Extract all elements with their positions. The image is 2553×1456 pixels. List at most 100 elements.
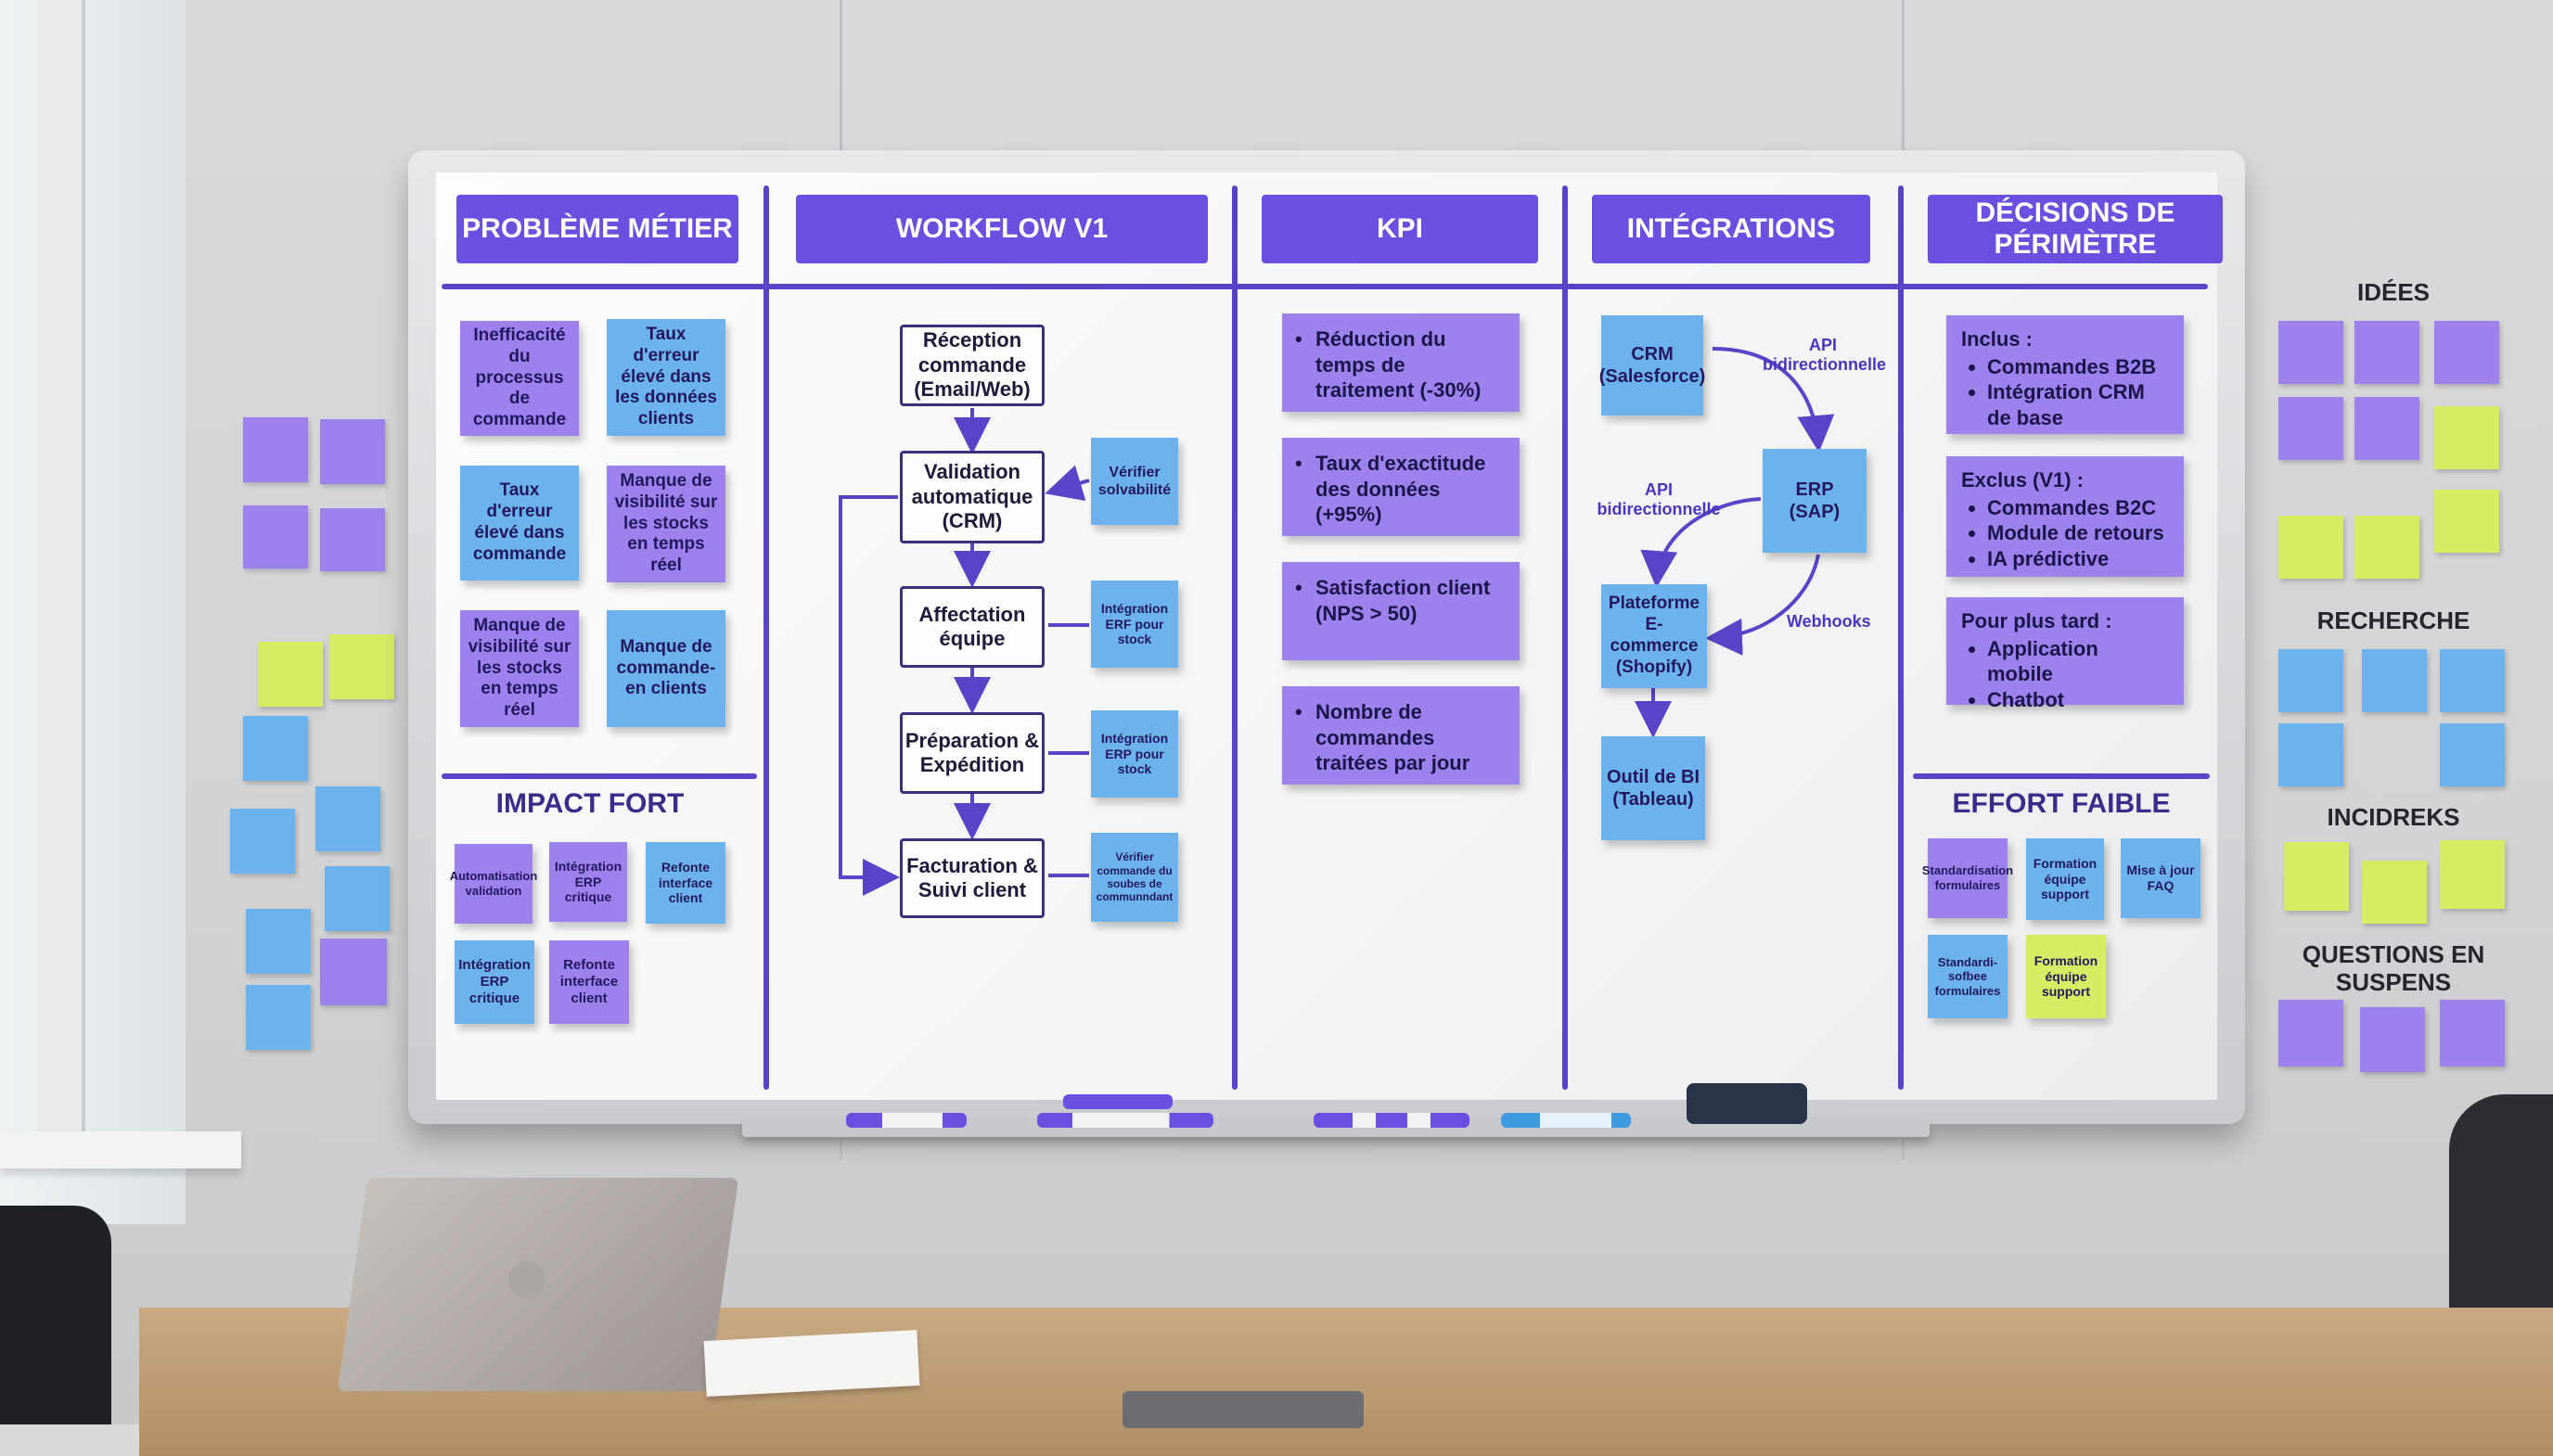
wall-note bbox=[320, 508, 385, 571]
impact-note: Refonte interface client bbox=[646, 842, 725, 924]
workflow-step-affectation: Affectation équipe bbox=[900, 586, 1045, 668]
wall-note bbox=[258, 642, 323, 707]
decision-later-title: Pour plus tard : bbox=[1961, 609, 2112, 632]
wall-note bbox=[320, 419, 385, 484]
wall-note bbox=[2440, 649, 2505, 712]
workflow-note: Vérifier solvabilité bbox=[1091, 438, 1178, 525]
workflow-arrows bbox=[839, 347, 1835, 896]
effort-faible-title: EFFORT FAIBLE bbox=[1952, 788, 2171, 819]
decision-exclus-title: Exclus (V1) : bbox=[1961, 468, 2085, 492]
problem-note: Manque de visibilité sur les stocks en t… bbox=[607, 466, 725, 582]
workflow-note: Intégration ERF pour stock bbox=[1091, 581, 1178, 668]
wall-note bbox=[230, 809, 295, 874]
impact-note: Intégration ERP critique bbox=[549, 842, 627, 922]
header-divider bbox=[442, 284, 2208, 289]
decision-item: IA prédictive bbox=[1987, 546, 2169, 572]
marker[interactable] bbox=[1314, 1113, 1469, 1128]
window-sill bbox=[0, 1131, 241, 1169]
wall-title-questions: QUESTIONS EN SUSPENS bbox=[2302, 940, 2485, 996]
column-divider bbox=[1562, 185, 1568, 1090]
marker[interactable] bbox=[1063, 1094, 1173, 1109]
window bbox=[0, 0, 186, 1224]
wall-note bbox=[2362, 649, 2427, 712]
header-decisions-perimetre: DÉCISIONS DE PÉRIMÈTRE bbox=[1928, 195, 2223, 263]
problem-note: Taux d'erreur élevé dans commande bbox=[460, 466, 579, 581]
wall-note bbox=[2354, 516, 2419, 579]
marker[interactable] bbox=[1501, 1113, 1631, 1128]
wall-title-idees: IDÉES bbox=[2356, 278, 2431, 306]
wall-note bbox=[243, 417, 308, 482]
decision-inclus-title: Inclus : bbox=[1961, 327, 2033, 351]
decision-later: Pour plus tard : Application mobile Chat… bbox=[1946, 597, 2184, 711]
effort-note: Mise à jour FAQ bbox=[2121, 838, 2200, 918]
header-integrations: INTÉGRATIONS bbox=[1592, 195, 1870, 263]
wall-note bbox=[2354, 321, 2419, 384]
kpi-note: Satisfaction client (NPS > 50) bbox=[1282, 562, 1520, 660]
kpi-note: Réduction du temps de traitement (-30%) bbox=[1282, 313, 1520, 412]
problem-note: Manque de commande-en clients bbox=[607, 610, 725, 727]
integration-bi: Outil de BI (Tableau) bbox=[1601, 736, 1705, 840]
kpi-note: Taux d'exactitude des données (+95%) bbox=[1282, 438, 1520, 536]
wall-note bbox=[329, 634, 394, 699]
kpi-note: Nombre de commandes traitées par jour bbox=[1282, 686, 1520, 785]
workflow-note: Intégration ERP pour stock bbox=[1091, 710, 1178, 798]
wall-note bbox=[2440, 1000, 2505, 1066]
window-frame bbox=[37, 0, 85, 1131]
wall-title-recherche: RECHERCHE bbox=[2316, 607, 2470, 634]
impact-fort-title: IMPACT FORT bbox=[495, 788, 685, 819]
section-divider bbox=[1913, 773, 2210, 779]
decision-exclus: Exclus (V1) : Commandes B2C Module de re… bbox=[1946, 456, 2184, 577]
workflow-step-reception: Réception commande (Email/Web) bbox=[900, 325, 1045, 406]
effort-note: Formation équipe support bbox=[2026, 935, 2106, 1018]
decision-item: Commandes B2C bbox=[1987, 495, 2169, 521]
problem-note: Inefficacité du processus de commande bbox=[460, 321, 579, 436]
effort-note: Standardisation formulaires bbox=[1922, 838, 2013, 918]
wall-note bbox=[325, 866, 390, 931]
column-divider bbox=[1898, 185, 1904, 1090]
decision-item: Application mobile bbox=[1987, 636, 2169, 687]
integration-crm: CRM (Salesforce) bbox=[1599, 315, 1705, 415]
wall-title-incidreks: INCIDREKS bbox=[2327, 803, 2460, 831]
impact-note: Automatisation validation bbox=[450, 844, 537, 924]
wall-note bbox=[2362, 861, 2427, 924]
effort-note: Formation équipe support bbox=[2026, 838, 2104, 920]
wall-note bbox=[246, 985, 311, 1050]
wall-note bbox=[2434, 406, 2499, 469]
wall-note bbox=[315, 786, 380, 851]
decision-item: Chatbot bbox=[1987, 687, 2169, 713]
wall-note bbox=[2360, 1007, 2425, 1072]
wall-note bbox=[243, 505, 308, 568]
label-api-bidirectionnelle: API bidirectionnelle bbox=[1763, 336, 1887, 374]
problem-note: Manque de visibilité sur les stocks en t… bbox=[460, 610, 579, 727]
marker[interactable] bbox=[846, 1113, 967, 1128]
marker[interactable] bbox=[1037, 1113, 1213, 1128]
column-divider bbox=[1232, 185, 1238, 1090]
wall-note bbox=[2440, 840, 2505, 909]
wall-note bbox=[243, 716, 308, 781]
integration-erp: ERP (SAP) bbox=[1763, 449, 1867, 553]
workflow-step-preparation: Préparation & Expédition bbox=[900, 712, 1045, 794]
conference-device bbox=[1123, 1391, 1364, 1428]
decision-item: Intégration CRM de base bbox=[1987, 379, 2169, 430]
wall-note bbox=[2278, 397, 2343, 460]
effort-note: Standardi-sofbee formulaires bbox=[1928, 935, 2008, 1018]
decision-item: Module de retours bbox=[1987, 520, 2169, 546]
wall-note bbox=[2440, 723, 2505, 786]
header-kpi: KPI bbox=[1262, 195, 1538, 263]
chair bbox=[0, 1206, 111, 1424]
label-api-bidirectionnelle: API bidirectionnelle bbox=[1597, 480, 1721, 518]
wall-note bbox=[2278, 321, 2343, 384]
workflow-step-facturation: Facturation & Suivi client bbox=[900, 838, 1045, 918]
wall-note bbox=[2278, 649, 2343, 712]
wall-note bbox=[320, 939, 387, 1005]
wall-note bbox=[246, 909, 311, 974]
wall-note bbox=[2354, 397, 2419, 460]
problem-note: Taux d'erreur élevé dans les données cli… bbox=[607, 319, 725, 436]
decision-inclus: Inclus : Commandes B2B Intégration CRM d… bbox=[1946, 315, 2184, 434]
integration-ecommerce: Plateforme E-commerce (Shopify) bbox=[1601, 584, 1707, 688]
wall-note bbox=[2278, 516, 2343, 579]
wall-note bbox=[2434, 490, 2499, 553]
board-eraser[interactable] bbox=[1687, 1083, 1807, 1124]
label-webhooks: Webhooks bbox=[1787, 612, 1871, 631]
header-workflow-v1: WORKFLOW V1 bbox=[796, 195, 1208, 263]
